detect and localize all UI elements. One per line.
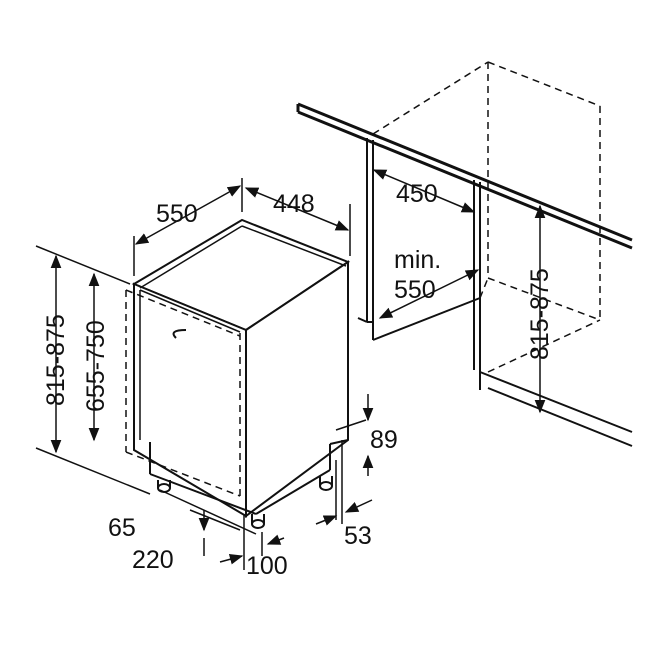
dim-min-value: 550 — [394, 276, 436, 304]
dim-cavity-450: 450 — [396, 180, 438, 208]
dim-door-height: 655-750 — [82, 320, 110, 412]
dim-foot-100: 100 — [246, 552, 288, 580]
niche-floor — [479, 371, 633, 447]
dimension-lines — [35, 169, 546, 570]
door-panel-dashed — [125, 289, 241, 497]
dim-width-448: 448 — [273, 190, 315, 218]
dim-depth-550: 550 — [156, 200, 198, 228]
dim-plinth-89: 89 — [370, 426, 398, 454]
dim-foot-65: 65 — [108, 514, 136, 542]
niche-left-wall — [357, 138, 481, 341]
feet — [157, 476, 333, 529]
dim-niche-height: 815-875 — [526, 268, 554, 360]
dim-plinth-53: 53 — [344, 522, 372, 550]
dishwasher-body — [131, 218, 351, 518]
worktop — [296, 102, 633, 250]
dim-foot-220: 220 — [132, 546, 174, 574]
niche-dashed-cabinet — [372, 61, 601, 373]
dim-min-label: min. — [394, 246, 441, 274]
dim-appliance-height: 815-875 — [42, 314, 70, 406]
